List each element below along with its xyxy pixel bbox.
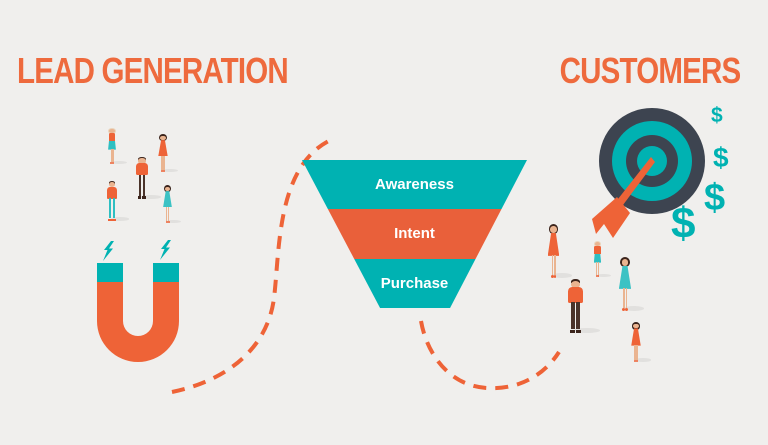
flow-path-to-funnel — [171, 136, 336, 394]
dollar-sign: $ — [713, 142, 729, 173]
magnet-icon — [97, 263, 179, 362]
person-figure — [545, 224, 572, 278]
person-figure — [133, 157, 162, 199]
funnel-stage-awareness: Awareness — [302, 160, 527, 210]
person-figure — [629, 322, 651, 362]
magnet-pole-left — [97, 263, 123, 282]
person-figure — [104, 181, 130, 221]
funnel-stage-label: Awareness — [375, 176, 454, 194]
person-figure — [105, 128, 127, 164]
lead-generation-title: LEAD GENERATION — [17, 50, 289, 91]
funnel-stage-label: Intent — [394, 225, 435, 243]
funnel-stage-label: Purchase — [380, 274, 449, 292]
dollar-sign: $ — [711, 104, 723, 127]
person-figure — [161, 185, 182, 223]
customers-title: CUSTOMERS — [559, 50, 741, 91]
lightning-icon — [160, 240, 171, 260]
person-figure — [591, 241, 612, 277]
dart-shaft — [618, 157, 655, 205]
target-icon — [592, 108, 705, 238]
dollar-sign: $ — [704, 177, 726, 219]
person-figure — [616, 257, 645, 311]
magnet-body — [97, 263, 179, 362]
dart-fletching — [592, 197, 630, 238]
lightning-icon — [103, 241, 114, 261]
flow-path-from-funnel — [419, 320, 561, 391]
dollar-sign: $ — [671, 199, 696, 248]
person-figure — [156, 134, 178, 172]
magnet-pole-right — [153, 263, 179, 282]
person-figure — [564, 279, 601, 333]
